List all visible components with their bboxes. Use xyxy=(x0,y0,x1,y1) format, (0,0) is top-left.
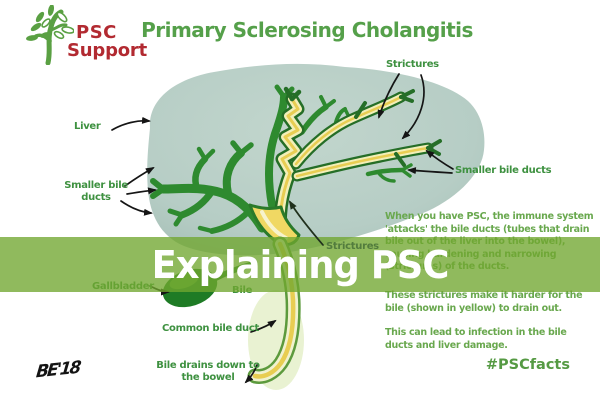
bile-duct-tree xyxy=(150,84,351,234)
header: PSC Support Primary Sclerosing Cholangit… xyxy=(0,0,600,66)
smaller-right-arrow-1 xyxy=(425,149,454,170)
banner-title: Explaining PSC xyxy=(151,242,450,287)
info-paragraph-3: This can lead to infection in the bile d… xyxy=(385,327,567,351)
strictures-top-label: Strictures xyxy=(386,59,439,70)
smaller-right-arrow-2 xyxy=(407,167,453,175)
smaller-left-arrow-2 xyxy=(126,187,157,195)
page-title: Primary Sclerosing Cholangitis xyxy=(141,18,473,42)
liver-label: Liver xyxy=(74,121,101,132)
strictures-top-arrow-1 xyxy=(377,73,400,119)
smaller-bile-ducts-left-label: Smaller bile ducts xyxy=(64,180,128,203)
signature-text: BE'18 xyxy=(35,357,81,383)
bile-drains-arrow xyxy=(244,364,258,384)
artist-signature: BE'18 xyxy=(30,352,110,394)
liver-shape xyxy=(147,63,485,256)
small-green-duct xyxy=(365,163,413,183)
liver-arrow xyxy=(111,116,151,131)
upper-right-duct xyxy=(290,89,415,170)
logo-support-text: Support xyxy=(67,40,147,61)
strictures-top-arrow-2 xyxy=(401,74,425,140)
bile-drains-label: Bile drains down to the bowel xyxy=(156,360,260,383)
hashtag: #PSCfacts xyxy=(485,357,570,373)
smaller-left-arrow-1 xyxy=(124,167,155,187)
lower-right-duct xyxy=(291,139,442,182)
logo-psc-text: PSC xyxy=(76,22,117,43)
strictures-mid-label: Strictures xyxy=(326,241,379,252)
info-paragraph-2: These strictures make it harder for the … xyxy=(385,290,583,314)
common-bile-duct-label: Common bile duct xyxy=(162,323,259,334)
smaller-bile-ducts-right-label: Smaller bile ducts xyxy=(455,165,552,176)
common-bile-duct-arrow xyxy=(250,319,277,333)
smaller-left-arrow-3 xyxy=(120,200,153,216)
explaining-psc-banner: Explaining PSC xyxy=(0,237,600,292)
psc-support-tree-icon xyxy=(26,5,74,65)
